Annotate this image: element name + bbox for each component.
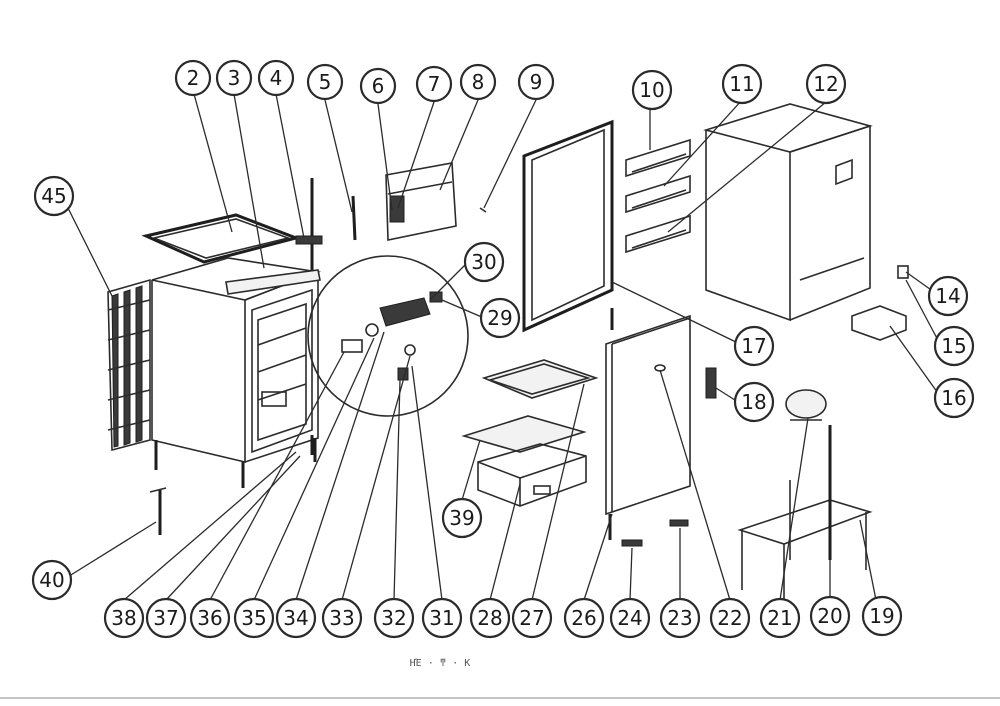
callout-label: 29: [487, 306, 512, 330]
callout-14: 14: [927, 275, 969, 317]
callout-label: 8: [472, 70, 485, 94]
callout-label: 20: [817, 604, 842, 628]
callout-label: 15: [941, 334, 966, 358]
callout-23: 23: [659, 597, 701, 639]
callout-29: 29: [479, 297, 521, 339]
compressor-assembly: [737, 389, 873, 600]
callout-label: 11: [729, 72, 754, 96]
callout-36: 36: [189, 597, 231, 639]
back-panel-housing: [703, 103, 873, 322]
callout-label: 17: [741, 334, 766, 358]
callout-label: 39: [449, 506, 474, 530]
callout-label: 12: [813, 72, 838, 96]
callout-31: 31: [421, 597, 463, 639]
callout-label: 45: [41, 184, 66, 208]
foot-left: [621, 539, 643, 547]
callout-11: 11: [721, 63, 763, 105]
callout-4: 4: [257, 59, 295, 97]
callout-24: 24: [609, 597, 651, 639]
callout-7: 7: [415, 65, 453, 103]
callout-label: 36: [197, 606, 222, 630]
small-rod: [351, 195, 357, 241]
callout-label: 40: [39, 568, 64, 592]
callout-17: 17: [733, 325, 775, 367]
callout-5: 5: [306, 63, 344, 101]
callout-21: 21: [759, 597, 801, 639]
callout-label: 38: [111, 606, 136, 630]
callout-label: 10: [639, 78, 664, 102]
callout-28: 28: [469, 597, 511, 639]
callout-40: 40: [31, 559, 73, 601]
callout-label: 16: [941, 386, 966, 410]
callout-label: 23: [667, 606, 692, 630]
callout-label: 34: [283, 606, 308, 630]
callout-22: 22: [709, 597, 751, 639]
callout-9: 9: [517, 63, 555, 101]
control-panel: [385, 162, 457, 241]
door: [605, 308, 691, 540]
callout-32: 32: [373, 597, 415, 639]
callout-19: 19: [861, 595, 903, 637]
callout-38: 38: [103, 597, 145, 639]
hinge: [705, 367, 717, 399]
door-gasket: [522, 119, 614, 333]
callout-39: 39: [441, 497, 483, 539]
callout-3: 3: [215, 59, 253, 97]
drain-tray: [851, 305, 907, 341]
callout-label: 28: [477, 606, 502, 630]
callout-label: 24: [617, 606, 642, 630]
small-clip: [897, 265, 909, 279]
callout-label: 33: [329, 606, 354, 630]
callout-label: 31: [429, 606, 454, 630]
callout-37: 37: [145, 597, 187, 639]
callout-34: 34: [275, 597, 317, 639]
callout-15: 15: [933, 325, 975, 367]
bracket-part: [295, 235, 323, 245]
callout-label: 5: [319, 70, 332, 94]
detail-view-circle: [307, 255, 469, 417]
callout-label: 30: [471, 250, 496, 274]
callout-20: 20: [809, 595, 851, 637]
callout-label: 14: [935, 284, 960, 308]
callout-2: 2: [174, 59, 212, 97]
callout-6: 6: [359, 67, 397, 105]
callout-label: 4: [270, 66, 283, 90]
callout-label: 37: [153, 606, 178, 630]
callout-label: 27: [519, 606, 544, 630]
callout-30: 30: [463, 241, 505, 283]
callout-27: 27: [511, 597, 553, 639]
callout-label: 2: [187, 66, 200, 90]
callout-label: 18: [741, 390, 766, 414]
callout-label: 21: [767, 606, 792, 630]
cabinet-body: [107, 178, 322, 488]
callout-33: 33: [321, 597, 363, 639]
callout-45: 45: [33, 175, 75, 217]
callout-12: 12: [805, 63, 847, 105]
shelves-and-crisper: [461, 359, 599, 507]
top-cover: [141, 213, 301, 264]
condenser-coil: [107, 278, 151, 452]
leader-lines: [65, 93, 941, 601]
callout-label: 19: [869, 604, 894, 628]
callout-35: 35: [233, 597, 275, 639]
callout-label: 3: [228, 66, 241, 90]
callout-16: 16: [933, 377, 975, 419]
foot-right: [669, 519, 689, 527]
screw: [479, 207, 487, 213]
callout-18: 18: [733, 381, 775, 423]
callout-label: 22: [717, 606, 742, 630]
callout-label: 32: [381, 606, 406, 630]
callout-label: 26: [571, 606, 596, 630]
callout-26: 26: [563, 597, 605, 639]
door-bins: [625, 138, 691, 254]
callout-label: 35: [241, 606, 266, 630]
callout-label: 7: [428, 72, 441, 96]
callout-10: 10: [631, 69, 673, 111]
callout-8: 8: [459, 63, 497, 101]
callout-label: 9: [530, 70, 543, 94]
diagram-caption: ΗΈ · ͳ · Κ: [410, 657, 471, 669]
callout-label: 6: [372, 74, 385, 98]
